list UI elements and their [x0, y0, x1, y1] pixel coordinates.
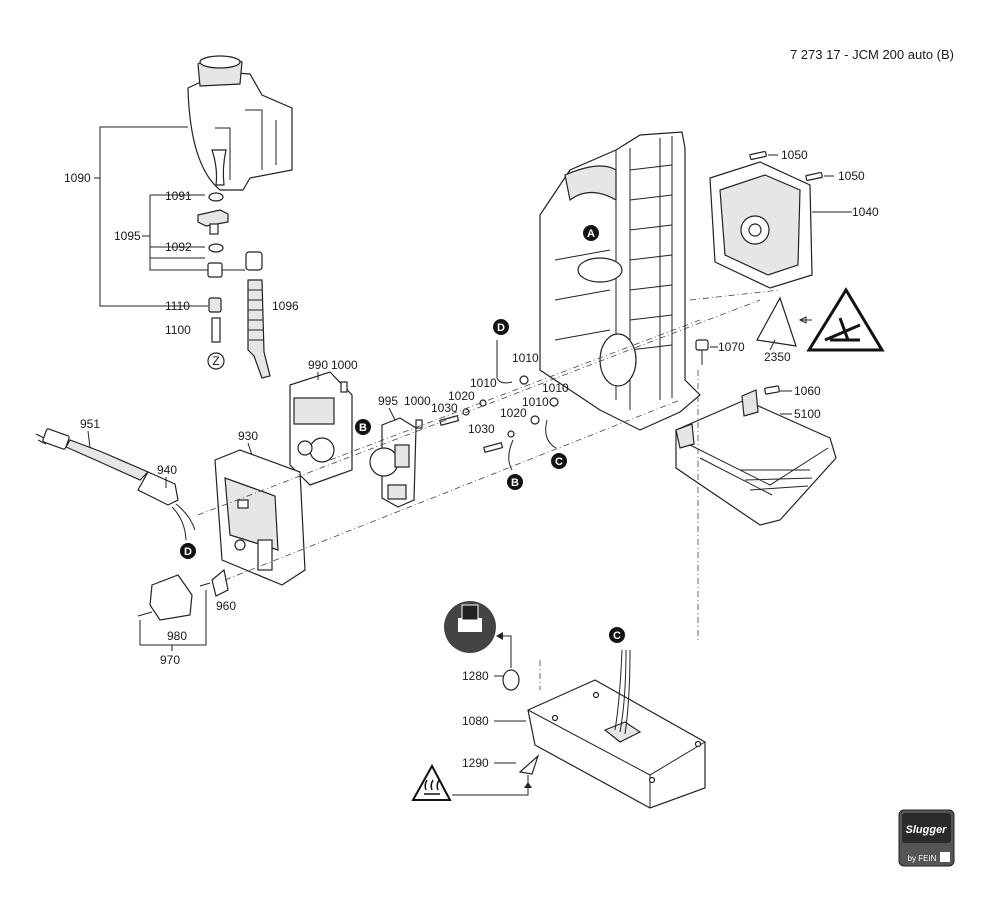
housing-cover-1040: [709, 161, 813, 289]
ref-circle-z: [207, 352, 225, 370]
label-1010-d: 1010: [522, 395, 549, 409]
svg-text:by FEIN: by FEIN: [908, 854, 937, 863]
screw-1070: [695, 339, 709, 365]
ref-circle-a: A: [583, 225, 599, 241]
label-930: 930: [238, 429, 258, 443]
label-1030-a: 1030: [431, 401, 458, 415]
label-1096: 1096: [272, 299, 299, 313]
label-1000-b: 1000: [404, 394, 431, 408]
diagram-title: 7 273 17 - JCM 200 auto (B): [790, 47, 954, 62]
label-960: 960: [216, 599, 236, 613]
controller-housing-930: [214, 449, 306, 586]
ref-circle-c2: C: [609, 627, 625, 643]
svg-text:Slugger: Slugger: [906, 824, 948, 836]
o-ring-1092: [208, 243, 224, 253]
assembly-line-3: [329, 319, 701, 461]
label-1020-b: 1020: [500, 406, 527, 420]
label-1290: 1290: [462, 756, 489, 770]
label-1050-a: 1050: [781, 148, 808, 162]
screw-1060: [764, 385, 780, 395]
bracket-1095: [142, 194, 245, 271]
assembly-line-5: [689, 289, 781, 301]
fasteners-row: [439, 340, 559, 471]
screw-1000-a: [340, 381, 348, 393]
label-1095: 1095: [114, 229, 141, 243]
slugger-logo: Slugger by FEIN: [898, 809, 955, 867]
label-995: 995: [378, 394, 398, 408]
hot-surface-icon: [411, 763, 452, 801]
power-cable-951: [35, 428, 196, 541]
screw-1050-b: [805, 171, 834, 182]
label-1060: 1060: [794, 384, 821, 398]
bracket-1090: [94, 126, 208, 307]
label-1091: 1091: [165, 189, 192, 203]
label-1070: 1070: [718, 340, 745, 354]
label-1010-c: 1010: [542, 381, 569, 395]
ref-circle-b2: B: [507, 474, 523, 490]
manual-icon: [444, 601, 496, 653]
fitting-1110: [207, 262, 223, 313]
label-2350: 2350: [764, 350, 791, 364]
valve-1095: [197, 209, 229, 235]
warning-triangle-icon: [806, 287, 885, 352]
blank-triangle-2350: [756, 296, 797, 347]
o-ring-1091: [208, 192, 224, 202]
coolant-tank: [187, 55, 293, 191]
board-995: [369, 417, 417, 508]
sticker-1290: [518, 754, 540, 775]
label-1040: 1040: [852, 205, 879, 219]
chip-guard-5100: [675, 389, 837, 526]
ref-circle-d1: D: [493, 319, 509, 335]
flex-hose-1096: [245, 251, 271, 379]
assembly-line-2: [224, 399, 681, 581]
label-1010-a: 1010: [512, 351, 539, 365]
svg-text:C: C: [555, 456, 563, 468]
svg-text:B: B: [511, 477, 519, 489]
svg-text:D: D: [184, 546, 192, 558]
ref-circle-d2: D: [180, 543, 196, 559]
assembly-line-1: [197, 299, 761, 516]
clip-960: [211, 568, 229, 597]
column-frame: [539, 131, 701, 431]
svg-text:A: A: [587, 228, 595, 240]
label-990: 990: [308, 358, 328, 372]
ref-circle-b1: B: [355, 419, 371, 435]
bracket-970: [139, 590, 207, 646]
label-1090: 1090: [64, 171, 91, 185]
label-1020-a: 1020: [448, 389, 475, 403]
screw-1000-b: [415, 419, 423, 429]
label-1030-b: 1030: [468, 422, 495, 436]
knob-980: [149, 574, 193, 621]
label-970: 970: [160, 653, 180, 667]
label-1280: 1280: [462, 669, 489, 683]
label-1110: 1110: [165, 299, 190, 313]
label-1010-b: 1010: [470, 376, 497, 390]
ref-circle-c1: C: [551, 453, 567, 469]
label-951: 951: [80, 417, 100, 431]
label-1050-b: 1050: [838, 169, 865, 183]
screw-1050-a: [749, 150, 778, 161]
base-plate-1080: [527, 649, 706, 809]
ref-z-text: Z: [212, 354, 219, 368]
svg-text:C: C: [613, 630, 621, 642]
label-1092: 1092: [165, 240, 192, 254]
label-1000-a: 1000: [331, 358, 358, 372]
label-980: 980: [167, 629, 187, 643]
svg-text:B: B: [359, 422, 367, 434]
svg-text:D: D: [497, 322, 505, 334]
label-disk-1280: [502, 669, 520, 691]
label-5100: 5100: [794, 407, 821, 421]
label-1080: 1080: [462, 714, 489, 728]
label-1100: 1100: [165, 323, 191, 337]
board-990: [289, 371, 353, 486]
pin-1100: [211, 317, 221, 343]
label-940: 940: [157, 463, 177, 477]
